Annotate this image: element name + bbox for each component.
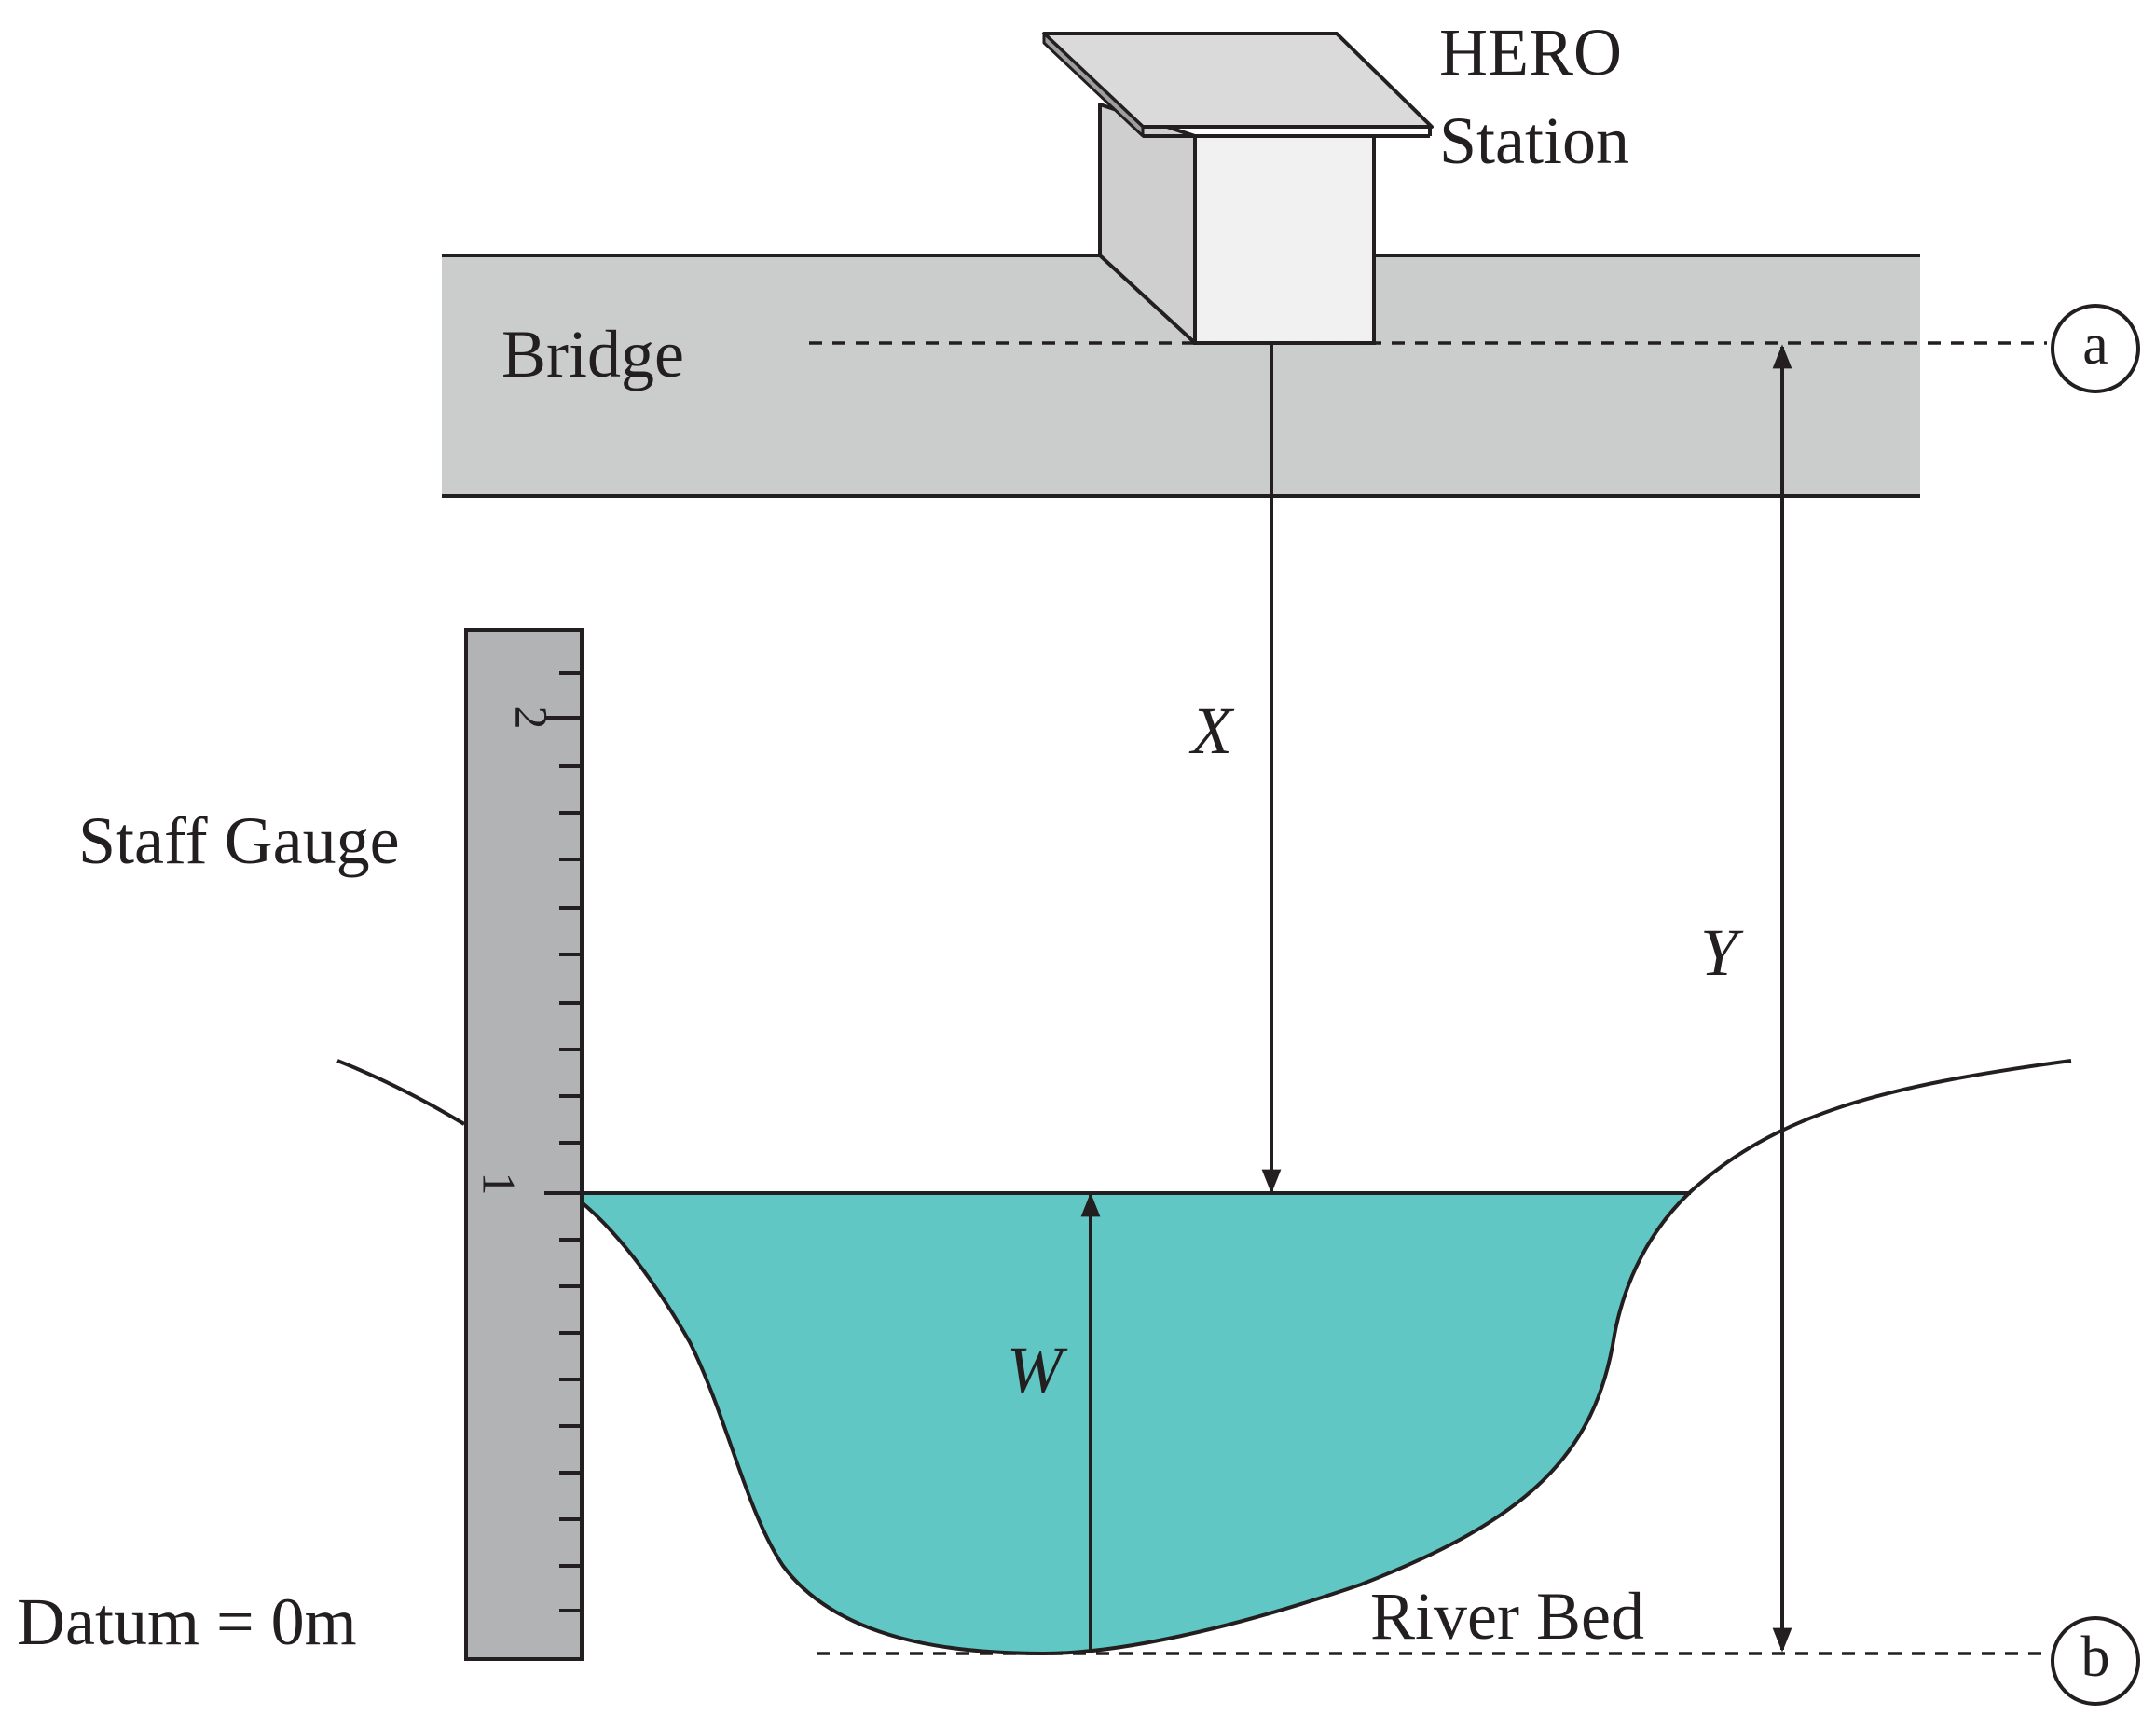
- marker-a-circle: [2051, 304, 2140, 393]
- river-water: [582, 1193, 1689, 1653]
- bridge-label: Bridge: [501, 317, 684, 391]
- river-bed-line: [580, 1191, 1691, 1656]
- station-label-line2: Station: [1439, 103, 1629, 178]
- staff-gauge: 2 1: [464, 628, 584, 1661]
- variable-x-label: X: [1188, 693, 1235, 768]
- gauge-tick-label-1: 1: [474, 1173, 526, 1196]
- river-bed-label: River Bed: [1370, 1579, 1644, 1653]
- right-bank-line: [1687, 1059, 2072, 1195]
- marker-a-label: a: [2082, 313, 2108, 377]
- station-label-line1: HERO: [1439, 15, 1622, 89]
- datum-label: Datum = 0m: [17, 1585, 357, 1659]
- gauge-tick-label-2: 2: [506, 707, 558, 730]
- variable-w-label: W: [1007, 1333, 1068, 1407]
- variable-y-label: Y: [1700, 915, 1744, 990]
- marker-b-label: b: [2081, 1626, 2110, 1689]
- left-bank-line: [336, 1059, 466, 1126]
- staff-gauge-label: Staff Gauge: [78, 803, 400, 878]
- hero-station-icon: [1042, 32, 1434, 345]
- marker-b-circle: [2051, 1616, 2140, 1706]
